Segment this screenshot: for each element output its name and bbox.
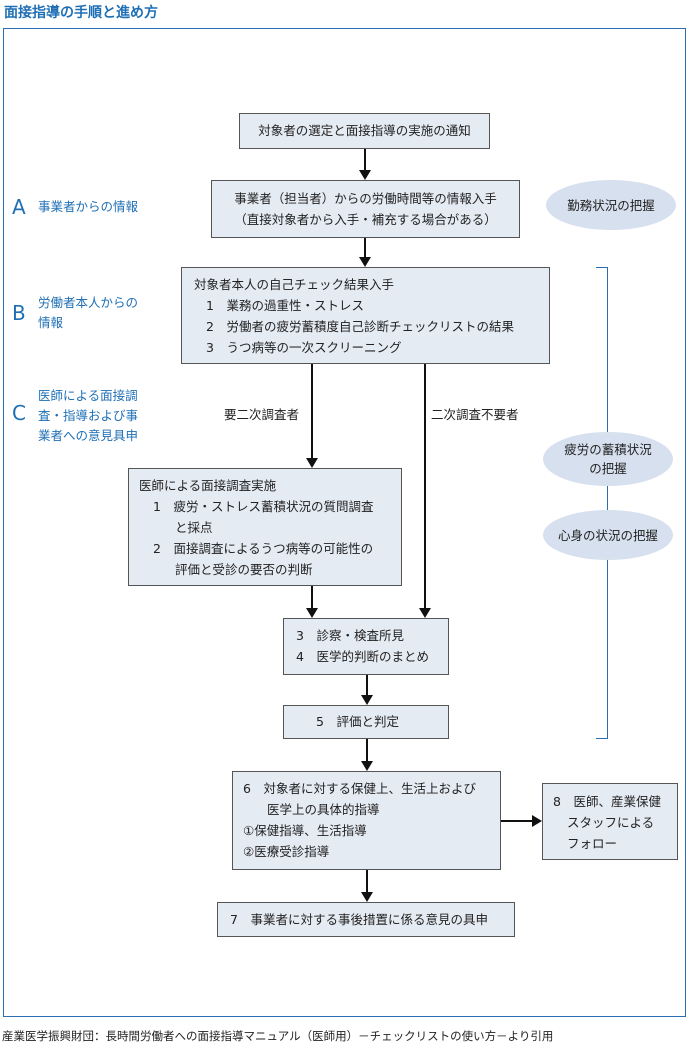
employer-info-box: 事業者（担当者）からの労働時間等の情報入手 （直接対象者から入手・補充する場合が… <box>211 180 520 238</box>
side-label-b-line: 情報 <box>38 315 64 330</box>
side-label-b-line: 労働者本人からの <box>38 295 139 310</box>
evaluation-text: 5 評価と判定 <box>316 714 399 729</box>
arrow-shaft <box>364 238 366 258</box>
arrow-shaft <box>311 586 313 609</box>
interview-item: 評価と受診の要否の判断 <box>175 562 313 577</box>
arrow-head <box>359 170 371 180</box>
guidance-line: ②医療受診指導 <box>243 844 330 859</box>
self-check-item: 2 労働者の疲労蓄積度自己診断チェックリストの結果 <box>206 319 514 334</box>
arrow-shaft <box>366 675 368 696</box>
guidance-box: 6 対象者に対する保健上、生活上および 医学上の具体的指導 ①保健指導、生活指導… <box>232 771 501 870</box>
side-letter-a: A <box>12 195 26 219</box>
notice-text: 対象者の選定と面接指導の実施の通知 <box>258 123 471 138</box>
followup-line: 8 医師、産業保健 <box>553 794 661 809</box>
arrow-head <box>361 761 373 771</box>
opinion-box: 7 事業者に対する事後措置に係る意見の具申 <box>217 902 515 937</box>
opinion-text: 7 事業者に対する事後措置に係る意見の具申 <box>230 912 488 927</box>
guidance-line: ①保健指導、生活指導 <box>243 823 367 838</box>
side-letter-b: B <box>12 301 26 325</box>
side-label-c-line: 医師による面接調 <box>38 388 138 403</box>
source-citation: 産業医学振興財団：長時間労働者への面接指導マニュアル（医師用）－チェックリストの… <box>2 1029 554 1043</box>
side-label-c-line: 業者への意見具申 <box>38 428 139 443</box>
page-title: 面接指導の手順と進め方 <box>4 5 158 21</box>
exam-line: 3 診察・検査所見 <box>296 628 404 643</box>
arrow-shaft <box>364 149 366 171</box>
employer-info-line: （直接対象者から入手・補充する場合がある） <box>234 212 497 227</box>
bracket <box>596 267 608 739</box>
diagram-frame <box>3 28 686 1017</box>
arrow-head <box>419 608 431 618</box>
branch-label-not-needed: 二次調査不要者 <box>431 407 519 422</box>
guidance-line: 6 対象者に対する保健上、生活上および <box>243 781 476 796</box>
side-label-c: 医師による面接調 査・指導および事 業者への意見具申 <box>38 386 138 446</box>
arrow-head <box>306 458 318 468</box>
employer-info-line: 事業者（担当者）からの労働時間等の情報入手 <box>234 191 497 206</box>
followup-line: スタッフによる <box>567 815 655 830</box>
arrow-head <box>359 257 371 267</box>
guidance-line: 医学上の具体的指導 <box>267 802 380 817</box>
self-check-heading: 対象者本人の自己チェック結果入手 <box>194 277 395 292</box>
arrow-shaft <box>501 820 533 822</box>
arrow-shaft <box>424 364 426 609</box>
ellipse-fatigue-line: 疲労の蓄積状況 <box>564 442 652 457</box>
followup-box: 8 医師、産業保健 スタッフによる フォロー <box>542 783 678 860</box>
self-check-box: 対象者本人の自己チェック結果入手 1 業務の過重性・ストレス 2 労働者の疲労蓄… <box>181 267 550 364</box>
arrow-shaft <box>366 870 368 893</box>
self-check-item: 3 うつ病等の一次スクリーニング <box>206 340 402 355</box>
exam-box: 3 診察・検査所見 4 医学的判断のまとめ <box>283 618 449 675</box>
ellipse-mind-body-text: 心身の状況の把握 <box>557 527 658 543</box>
interview-item: と採点 <box>175 520 213 535</box>
side-label-a: 事業者からの情報 <box>38 199 139 214</box>
interview-heading: 医師による面接調査実施 <box>139 478 277 493</box>
side-letter-c: C <box>12 401 26 425</box>
arrow-head <box>306 608 318 618</box>
evaluation-box: 5 評価と判定 <box>283 705 449 739</box>
ellipse-fatigue-text: 疲労の蓄積状況 の把握 <box>564 440 652 478</box>
ellipse-work-status: 勤務状況の把握 <box>546 180 676 230</box>
side-label-b: 労働者本人からの 情報 <box>38 293 138 333</box>
arrow-head <box>532 815 542 827</box>
ellipse-work-status-text: 勤務状況の把握 <box>567 197 655 213</box>
arrow-shaft <box>366 739 368 762</box>
interview-item: 2 面接調査によるうつ病等の可能性の <box>153 541 374 556</box>
interview-box: 医師による面接調査実施 1 疲労・ストレス蓄積状況の質問調査 と採点 2 面接調… <box>128 468 402 586</box>
self-check-item: 1 業務の過重性・ストレス <box>206 298 364 313</box>
notice-box: 対象者の選定と面接指導の実施の通知 <box>239 113 490 149</box>
exam-line: 4 医学的判断のまとめ <box>296 649 429 664</box>
ellipse-fatigue: 疲労の蓄積状況 の把握 <box>543 432 673 486</box>
ellipse-fatigue-line: の把握 <box>589 461 627 476</box>
followup-line: フォロー <box>567 836 618 851</box>
ellipse-mind-body: 心身の状況の把握 <box>543 510 673 560</box>
side-label-c-line: 査・指導および事 <box>38 408 139 423</box>
arrow-shaft <box>311 364 313 459</box>
branch-label-needed: 要二次調査者 <box>224 407 300 422</box>
arrow-head <box>361 695 373 705</box>
interview-item: 1 疲労・ストレス蓄積状況の質問調査 <box>153 499 374 514</box>
arrow-head <box>361 892 373 902</box>
